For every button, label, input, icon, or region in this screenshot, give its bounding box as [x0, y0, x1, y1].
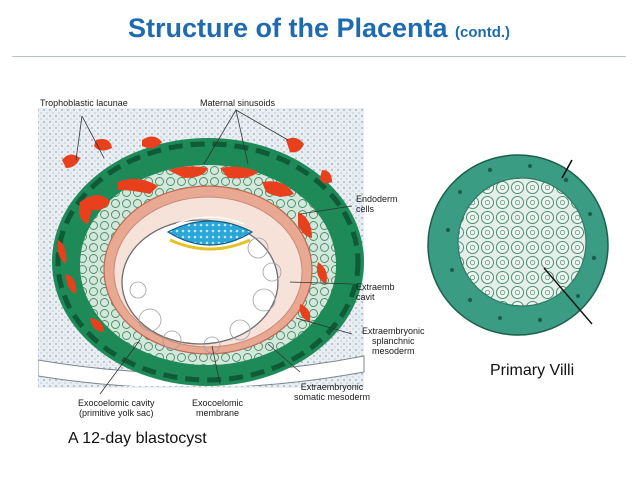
diagram-leader-lines	[75, 109, 353, 395]
caption-blastocyst: A 12-day blastocyst	[68, 430, 207, 447]
trophoblastic-lacunae	[57, 136, 332, 332]
label-extraembryonic-cavity: Extraemb cavit	[356, 282, 395, 302]
label-endoderm-cells: Endoderm cells	[356, 194, 398, 214]
label-exocoelomic-cavity: Exocoelomic cavity (primitive yolk sac)	[78, 398, 155, 418]
label-exocoelomic-membrane: Exocoelomic membrane	[192, 398, 244, 418]
blastocyst-diagram	[38, 108, 365, 395]
label-splanchnic-mesoderm: Extraembryonic splanchnic mesoderm	[362, 326, 425, 356]
caption-primary-villi: Primary Villi	[490, 362, 575, 379]
exocoelomic-cavity	[121, 219, 279, 345]
title-divider	[12, 56, 626, 57]
slide-title: Structure of the Placenta (contd.)	[0, 13, 638, 44]
title-suffix: (contd.)	[455, 24, 511, 41]
title-main: Structure of the Placenta	[127, 13, 448, 43]
label-somatic-mesoderm: Extraembryonic somatic mesoderm	[294, 382, 371, 402]
label-trophoblastic-lacunae: Trophoblastic lacunae	[40, 98, 128, 108]
label-maternal-sinusoids: Maternal sinusoids	[200, 98, 276, 108]
embryonic-disc	[166, 220, 254, 246]
primary-villi-diagram	[427, 154, 609, 336]
villus-pointer-line	[543, 267, 593, 325]
villus-core	[457, 177, 587, 307]
